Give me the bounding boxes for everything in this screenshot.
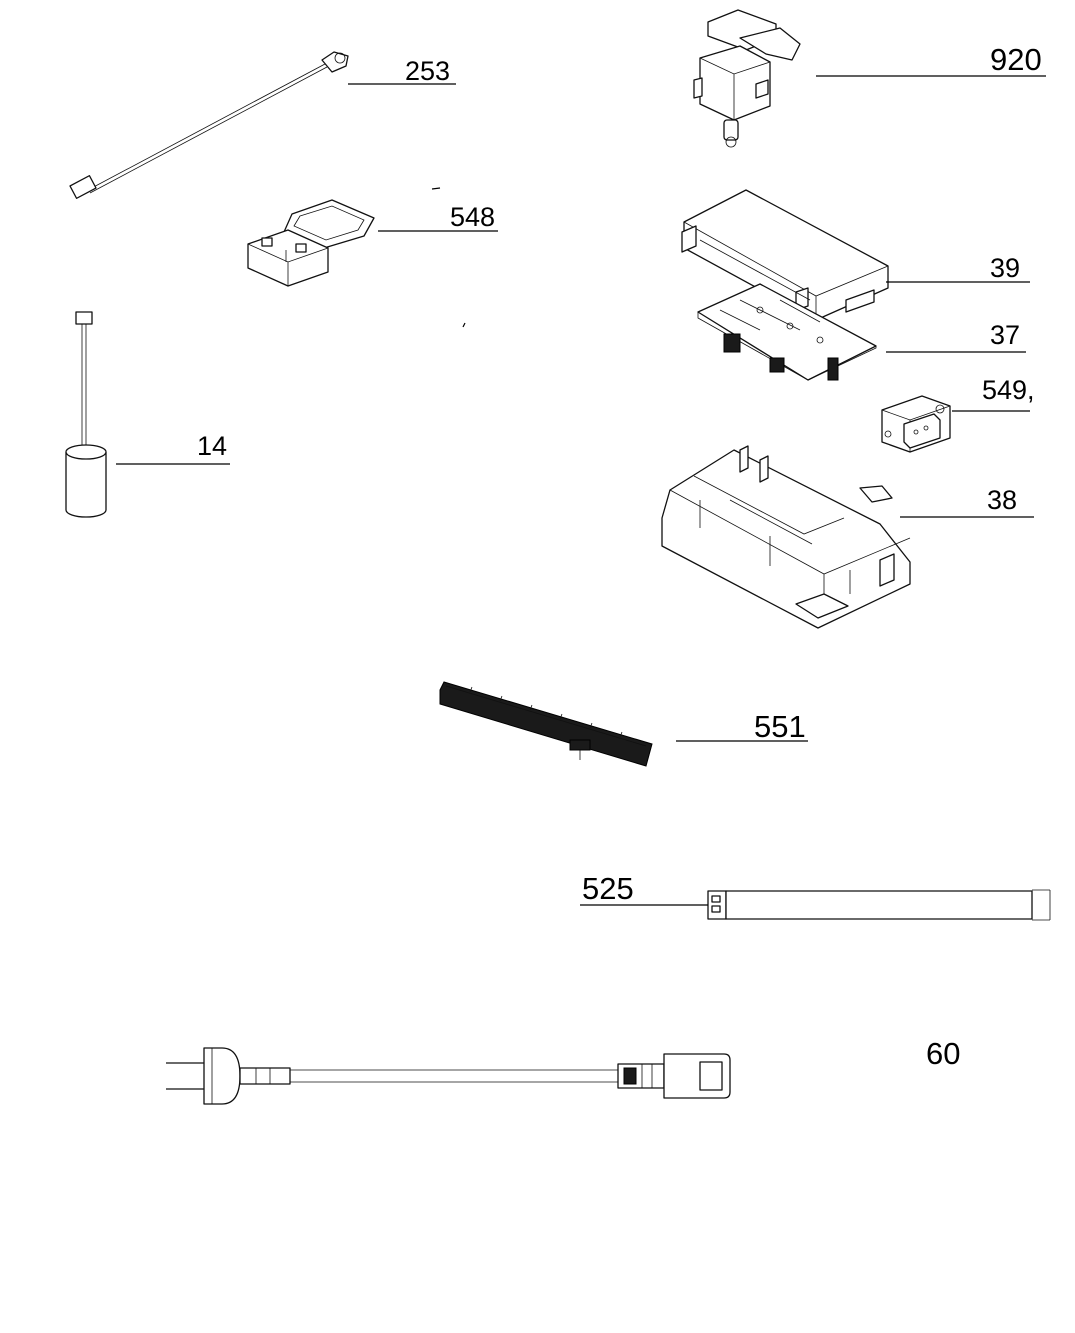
part-38-base-tray bbox=[661, 445, 911, 629]
stray-mark bbox=[431, 187, 441, 190]
callout-14: 14 bbox=[197, 431, 227, 461]
callout-525: 525 bbox=[582, 871, 634, 906]
callout-253: 253 bbox=[405, 56, 450, 86]
callout-548: 548 bbox=[450, 202, 495, 232]
callout-920: 920 bbox=[990, 42, 1042, 77]
part-549-power-inlet bbox=[881, 395, 951, 453]
part-920-housing bbox=[693, 9, 801, 148]
part-551-control-strip bbox=[439, 681, 653, 767]
part-525-tube bbox=[707, 889, 1051, 921]
callout-551: 551 bbox=[754, 709, 806, 744]
part-60-power-cord bbox=[166, 1047, 731, 1105]
callout-39: 39 bbox=[990, 253, 1020, 283]
part-37-circuit-board bbox=[697, 283, 877, 381]
callout-549: 549, bbox=[982, 375, 1035, 405]
callout-60: 60 bbox=[926, 1036, 960, 1071]
part-548-terminal-box bbox=[247, 199, 375, 287]
part-253-cable bbox=[69, 51, 349, 199]
callout-37: 37 bbox=[990, 320, 1020, 350]
part-14-capacitor bbox=[65, 311, 107, 518]
callout-38: 38 bbox=[987, 485, 1017, 515]
stray-mark bbox=[462, 322, 466, 328]
